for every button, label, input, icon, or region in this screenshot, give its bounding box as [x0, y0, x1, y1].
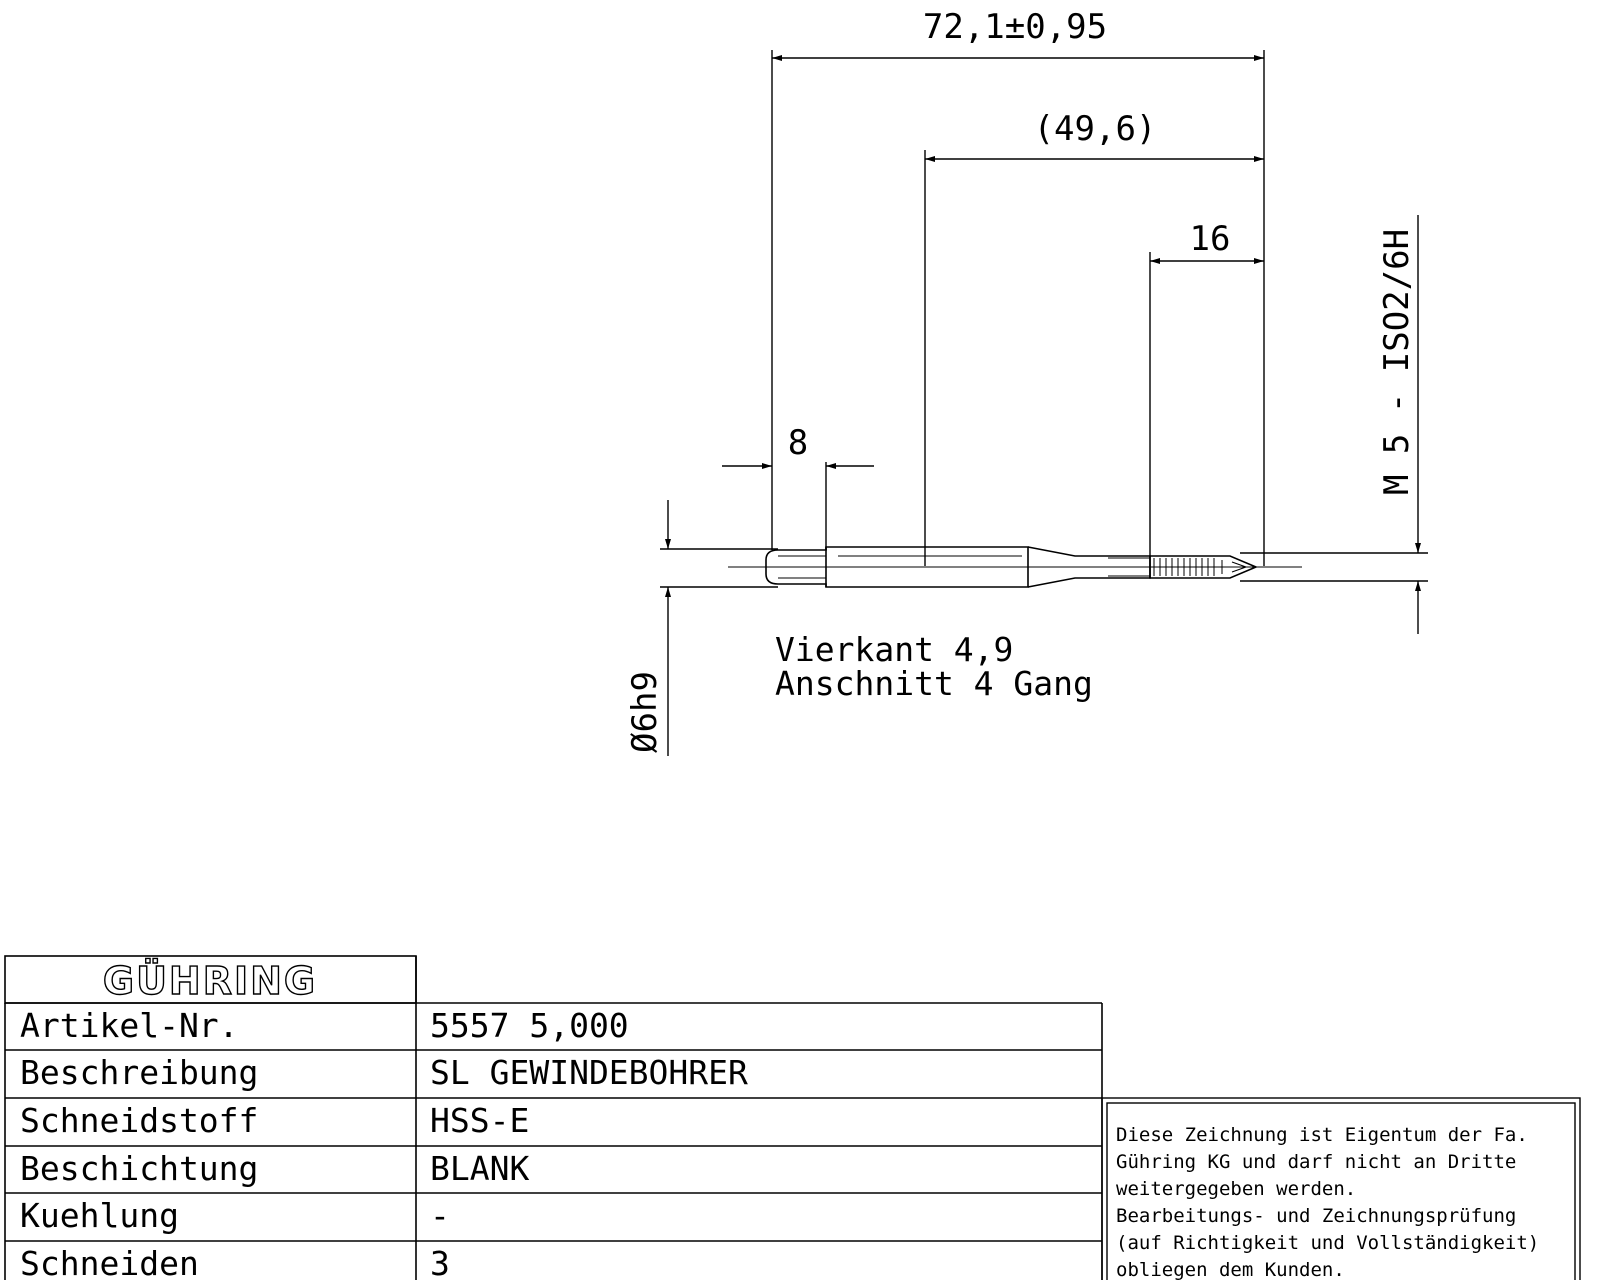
- title-block: [4, 955, 1103, 1280]
- dim-diameter-label: Ø6h9: [625, 671, 665, 753]
- disclaimer-line: Gühring KG und darf nicht an Dritte: [1116, 1151, 1516, 1173]
- guehring-logo: GÜHRING: [103, 959, 317, 1003]
- dim-thread-spec-label: M 5 - ISO2/6H: [1377, 229, 1417, 495]
- thread-hatch: [1108, 557, 1247, 577]
- tap-drawing: [728, 546, 1302, 588]
- row-label-description: Beschreibung: [20, 1053, 258, 1092]
- disclaimer-line: obliegen dem Kunden.: [1116, 1259, 1345, 1280]
- dim-thread-label: 16: [1190, 219, 1231, 259]
- row-label-coating: Beschichtung: [20, 1149, 258, 1188]
- row-label-flutes: Schneiden: [20, 1244, 199, 1280]
- disclaimer-line: Bearbeitungs- und Zeichnungsprüfung: [1116, 1205, 1516, 1227]
- row-label-article: Artikel-Nr.: [20, 1006, 239, 1045]
- dim-neck-label: (49,6): [1034, 109, 1157, 149]
- disclaimer-line: Diese Zeichnung ist Eigentum der Fa.: [1116, 1124, 1528, 1146]
- note-square: Vierkant 4,9: [775, 630, 1013, 669]
- dimension-labels: 72,1±0,95 (49,6) 16 8 M 5 - ISO2/6H Ø6h9: [625, 7, 1417, 753]
- notes: Vierkant 4,9 Anschnitt 4 Gang: [775, 630, 1093, 703]
- tap-thread: [1149, 555, 1259, 579]
- row-value-cooling: -: [430, 1196, 450, 1235]
- row-label-cooling: Kuehlung: [20, 1196, 179, 1235]
- row-value-material: HSS-E: [430, 1101, 529, 1140]
- disclaimer-line: weitergegeben werden.: [1116, 1178, 1356, 1200]
- row-value-article: 5557 5,000: [430, 1006, 629, 1045]
- dim-overall-label: 72,1±0,95: [923, 7, 1107, 47]
- dimension-lines: [660, 50, 1428, 756]
- row-value-coating: BLANK: [430, 1149, 529, 1188]
- note-chamfer: Anschnitt 4 Gang: [775, 664, 1093, 703]
- disclaimer-text: Diese Zeichnung ist Eigentum der Fa. Güh…: [1116, 1124, 1539, 1280]
- disclaimer-line: (auf Richtigkeit und Vollständigkeit): [1116, 1232, 1539, 1254]
- row-value-description: SL GEWINDEBOHRER: [430, 1053, 748, 1092]
- disclaimer-box: [1101, 1097, 1581, 1280]
- title-block-rows: Artikel-Nr. 5557 5,000 Beschreibung SL G…: [20, 1006, 748, 1280]
- dim-square-label: 8: [788, 423, 808, 463]
- row-value-flutes: 3: [430, 1244, 450, 1280]
- tap-shank: [765, 546, 1029, 588]
- row-label-material: Schneidstoff: [20, 1101, 258, 1140]
